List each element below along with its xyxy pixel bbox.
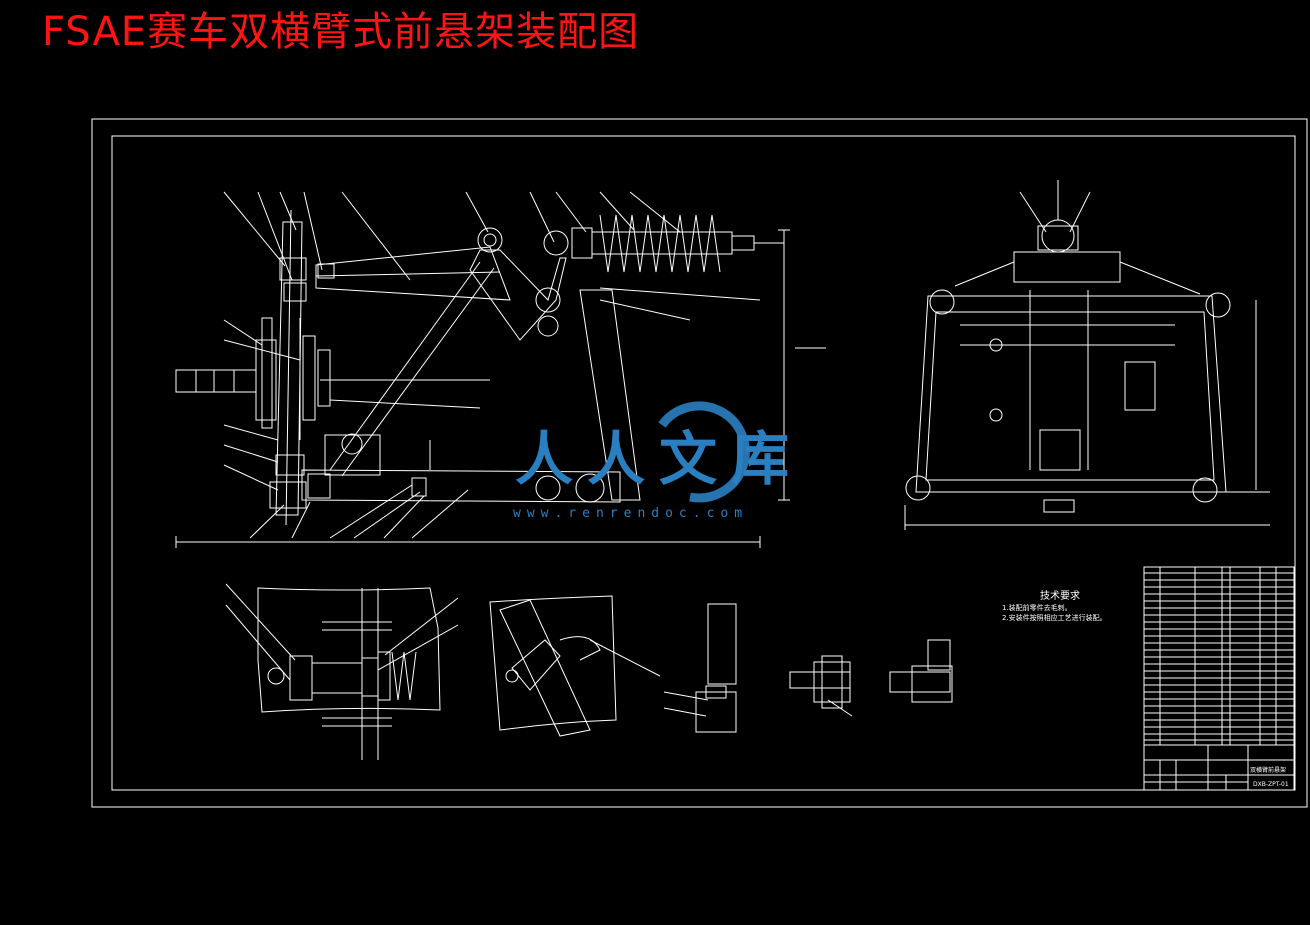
watermark-url: www.renrendoc.com: [513, 506, 749, 521]
parts-list: [1143, 566, 1295, 746]
outer-frame: [91, 118, 1308, 808]
detail-view-1: [225, 583, 459, 760]
title-block: [1143, 744, 1295, 791]
side-view: [904, 180, 1270, 530]
detail-view-2: [489, 595, 661, 737]
detail-view-5: [889, 639, 953, 703]
front-view: [175, 191, 826, 548]
technical-requirement-line-1: 1.装配前零件去毛刺。: [1002, 604, 1072, 612]
technical-requirement-line-2: 2.安装件按照相应工艺进行装配。: [1002, 614, 1107, 622]
technical-requirements-title: 技术要求: [1040, 591, 1080, 602]
detail-view-4: [789, 655, 853, 717]
page-title: FSAE赛车双横臂式前悬架装配图: [42, 9, 640, 55]
detail-view-3: [663, 603, 737, 733]
title-block-drawing-name: 双横臂前悬架: [1250, 767, 1287, 774]
inner-frame: [111, 135, 1296, 791]
watermark-text: 人人文库: [515, 425, 804, 493]
watermark-logo: [658, 401, 750, 503]
title-block-drawing-code: DXB-ZPT-01: [1253, 781, 1289, 788]
